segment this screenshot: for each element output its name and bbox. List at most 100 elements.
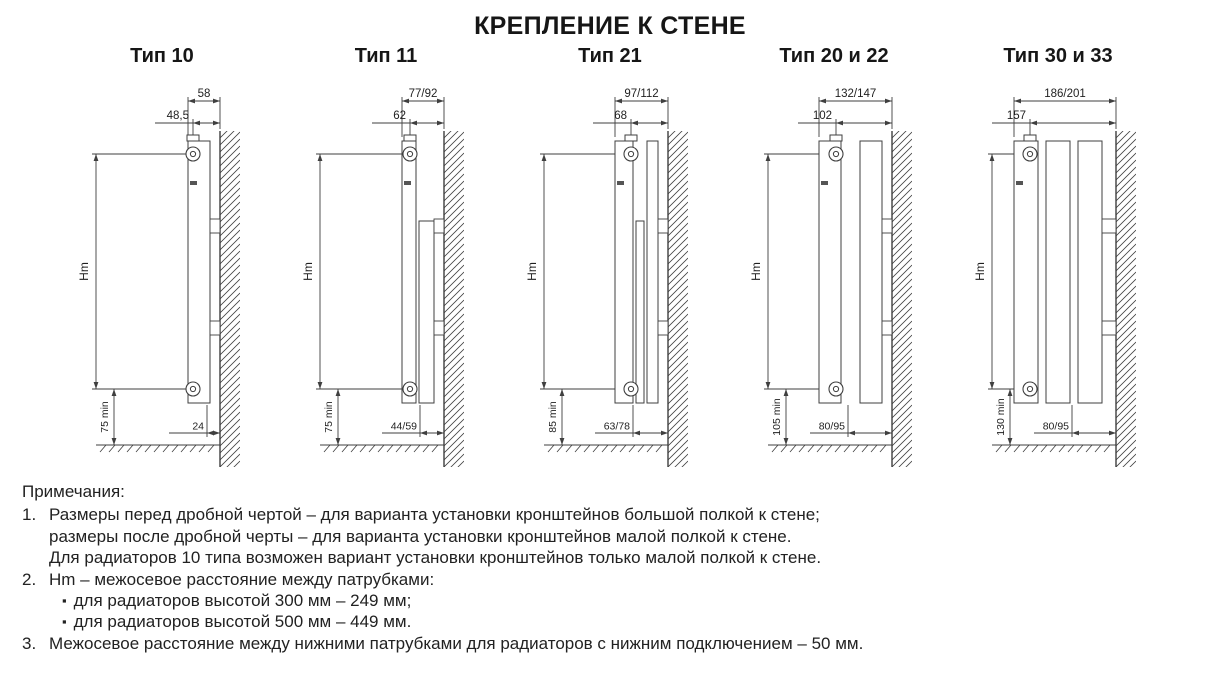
dim-label-top-total: 77/92 [409, 88, 438, 100]
note-number: 1. [22, 505, 37, 525]
type-label: Тип 30 и 33 [1003, 45, 1113, 67]
dim-label-bottom-min: 75 min [99, 401, 111, 433]
dim-label-top-axis: 157 [1007, 110, 1026, 122]
dim-label-top-total: 186/201 [1044, 88, 1086, 100]
type-label: Тип 21 [578, 45, 642, 67]
note-number: 3. [22, 633, 37, 653]
type-label: Тип 11 [354, 45, 418, 67]
dim-label-bottom-offset: 80/95 [819, 421, 845, 433]
wall-bracket [881, 218, 893, 234]
wall-hatch [444, 131, 464, 467]
wall-bracket [209, 320, 221, 336]
floor-line [96, 444, 220, 453]
dim-label-bottom-min: 105 min [771, 398, 783, 436]
pipe-connections [623, 146, 639, 397]
valve-cap [186, 134, 200, 142]
brand-mark [1016, 181, 1023, 185]
dim-label-top-axis: 68 [614, 110, 627, 122]
dim-label-hm: Hm [77, 262, 91, 281]
note-item-2: 2. Hm – межосевое расстояние между патру… [22, 569, 1200, 633]
dim-label-top-total: 58 [198, 88, 211, 100]
radiator-mount-diagram: 58 48,5Hm 75 min 24 [77, 88, 240, 467]
note-line: Межосевое расстояние между нижними патру… [49, 633, 864, 653]
note-line: размеры после дробной черты – для вариан… [49, 526, 792, 546]
dim-label-hm: Hm [749, 262, 763, 281]
dim-label-bottom-min: 85 min [547, 401, 559, 433]
dim-label-hm: Hm [525, 262, 539, 281]
wall-bracket [657, 218, 669, 234]
note-item-3: 3. Межосевое расстояние между нижними па… [22, 633, 1200, 654]
dim-label-bottom-offset: 44/59 [391, 421, 417, 433]
dim-label-hm: Hm [301, 262, 315, 281]
dim-label-top-axis: 48,5 [167, 110, 189, 122]
valve-cap [829, 134, 843, 142]
note-line: Hm – межосевое расстояние между патрубка… [49, 569, 435, 589]
wall-bracket [209, 218, 221, 234]
pipe-connections [185, 146, 201, 397]
wall-bracket [1101, 218, 1117, 234]
wall-bracket [433, 320, 445, 336]
brand-mark [821, 181, 828, 185]
bullet-text: для радиаторов высотой 300 мм – 249 мм; [73, 591, 412, 611]
wall-bracket [881, 320, 893, 336]
note-line: Размеры перед дробной чертой – для вариа… [49, 505, 820, 525]
radiator-body [614, 134, 669, 404]
wall-hatch [220, 131, 240, 467]
note-text: Размеры перед дробной чертой – для вариа… [49, 504, 1200, 568]
radiator-body [401, 134, 445, 404]
dim-label-bottom-offset: 80/95 [1043, 421, 1069, 433]
radiator-body [818, 134, 893, 404]
note-bullet-line: ▪для радиаторов высотой 500 мм – 449 мм. [49, 611, 1200, 632]
floor-line [320, 444, 444, 453]
dim-label-bottom-offset: 24 [192, 421, 204, 433]
dim-label-top-total: 132/147 [835, 88, 877, 100]
wall-bracket [1101, 320, 1117, 336]
wall-hatch [668, 131, 688, 467]
note-item-1: 1. Размеры перед дробной чертой – для ва… [22, 504, 1200, 568]
square-bullet-icon: ▪ [62, 614, 67, 630]
dim-label-hm: Hm [973, 262, 987, 281]
pipe-connections [828, 146, 844, 397]
note-bullet-line: ▪ для радиаторов высотой 300 мм – 249 мм; [49, 590, 1200, 611]
dim-label-top-total: 97/112 [624, 88, 658, 100]
valve-cap [624, 134, 638, 142]
floor-line [992, 444, 1116, 453]
extension-lines [92, 97, 221, 437]
square-bullet-icon: ▪ [62, 593, 67, 609]
page-title: КРЕПЛЕНИЕ К СТЕНЕ [474, 12, 746, 40]
brand-mark [404, 181, 411, 185]
radiator-body [1013, 134, 1117, 404]
type-label: Тип 10 [130, 45, 194, 67]
wall-hatch [1116, 131, 1136, 467]
floor-line [768, 444, 892, 453]
dim-label-bottom-min: 130 min [995, 398, 1007, 436]
pipe-connections [1022, 146, 1038, 397]
note-number: 2. [22, 569, 37, 589]
dim-label-top-axis: 62 [393, 110, 406, 122]
dim-label-bottom-min: 75 min [323, 401, 335, 433]
notes-section: Примечания: 1. Размеры перед дробной чер… [0, 471, 1220, 654]
wall-bracket [433, 218, 445, 234]
wall-bracket [657, 320, 669, 336]
pipe-connections [402, 146, 418, 397]
notes-heading: Примечания: [22, 482, 125, 501]
dimensions: 58 48,5Hm 75 min 24 [77, 88, 220, 445]
dim-label-top-axis: 102 [813, 110, 832, 122]
valve-cap [1023, 134, 1037, 142]
radiator-body [186, 134, 221, 404]
note-text: Межосевое расстояние между нижними патру… [49, 633, 1200, 654]
brand-mark [617, 181, 624, 185]
